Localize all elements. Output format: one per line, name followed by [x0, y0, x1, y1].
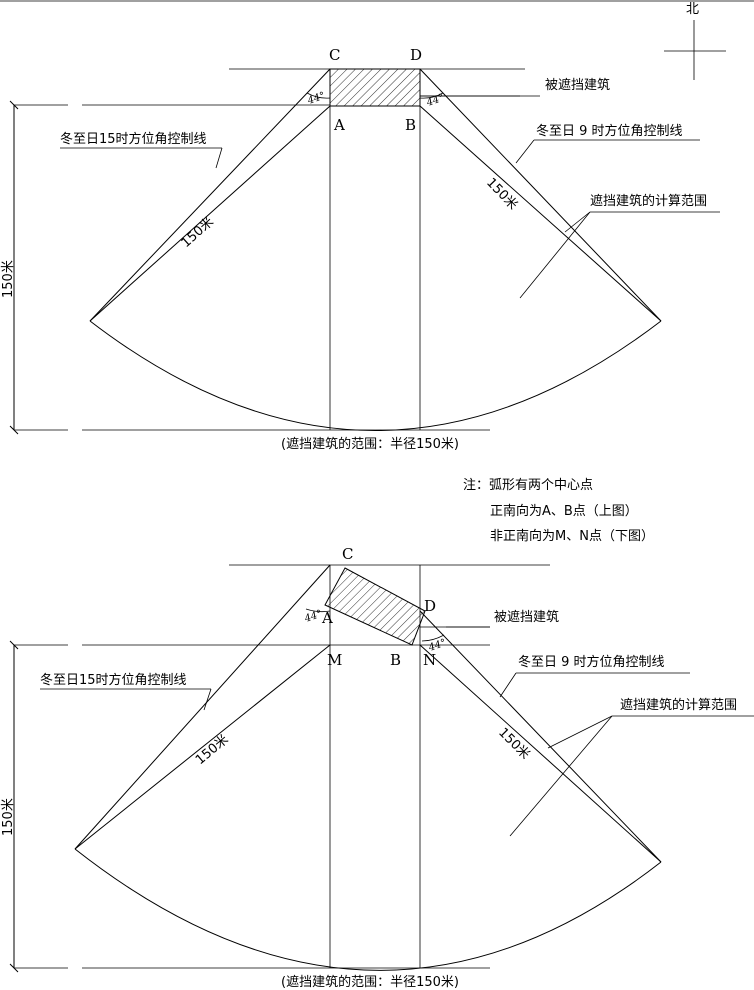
top-building [329, 68, 421, 107]
top-radius-right: 150米 [483, 175, 520, 213]
bottom-point-a: A [321, 609, 333, 627]
bottom-leader-15 [203, 688, 212, 711]
top-line-9-inner [419, 105, 662, 322]
top-leader-15 [215, 147, 223, 169]
north-label: 北 [686, 2, 699, 17]
top-point-d: D [410, 46, 422, 64]
bottom-caption: (遮挡建筑的范围：半径150米) [281, 974, 459, 990]
bottom-building-label: 被遮挡建筑 [494, 609, 559, 625]
note: 注：弧形有两个中心点 正南向为A、B点（上图） 非正南向为M、N点（下图） [463, 478, 654, 544]
top-line-15-inner [89, 105, 331, 322]
bottom-angle-left: 44° [302, 608, 323, 625]
top-range-label: 遮挡建筑的计算范围 [590, 193, 707, 209]
bottom-point-n: N [423, 651, 436, 669]
bottom-line-15-outer [74, 564, 331, 850]
bottom-range-label: 遮挡建筑的计算范围 [620, 697, 737, 713]
north-arrow: 北 [664, 2, 726, 80]
note-line-2: 正南向为A、B点（上图） [490, 503, 638, 519]
top-dimension-label: 150米 [1, 260, 16, 298]
bottom-line-15-inner [74, 644, 331, 850]
top-point-c: C [329, 46, 340, 64]
top-leader-range [519, 211, 591, 299]
top-diagram: C D A B 44° 44° 被遮挡建筑 冬至日15时方位角控制线 冬至日 9… [1, 46, 720, 452]
top-radius-left: 150米 [179, 215, 217, 251]
note-line-1: 注：弧形有两个中心点 [463, 478, 593, 493]
bottom-line9-label: 冬至日 9 时方位角控制线 [518, 654, 665, 670]
bottom-line15-label: 冬至日15时方位角控制线 [40, 672, 187, 688]
top-leader-9 [515, 139, 535, 164]
top-line15-label: 冬至日15时方位角控制线 [60, 131, 207, 147]
note-line-3: 非正南向为M、N点（下图） [490, 528, 654, 544]
top-point-a: A [333, 116, 345, 134]
top-angle-right: 44° [424, 92, 445, 109]
bottom-line-9-inner [419, 644, 662, 863]
bottom-leader-range [509, 715, 613, 837]
bottom-point-b: B [390, 651, 401, 669]
bottom-leader-9 [499, 672, 517, 698]
top-point-b: B [405, 116, 416, 134]
bottom-building [324, 567, 426, 646]
bottom-line-9-outer [419, 610, 662, 863]
bottom-radius-right: 150米 [495, 725, 532, 762]
bottom-point-c: C [342, 545, 353, 563]
bottom-point-d: D [424, 597, 436, 615]
bottom-diagram: C D A B M N 44° 44° 被遮挡建筑 冬至日15时方位角控制线 冬… [1, 545, 754, 990]
top-line-9-outer [419, 68, 662, 322]
bottom-arc [74, 848, 662, 971]
bottom-point-m: M [327, 651, 342, 669]
top-building-label: 被遮挡建筑 [545, 77, 610, 93]
top-caption: (遮挡建筑的范围：半径150米) [281, 436, 459, 452]
top-line-15-outer [89, 68, 331, 322]
top-arc [89, 320, 662, 431]
bottom-dimension-label: 150米 [1, 798, 16, 836]
top-line9-label: 冬至日 9 时方位角控制线 [536, 123, 683, 139]
